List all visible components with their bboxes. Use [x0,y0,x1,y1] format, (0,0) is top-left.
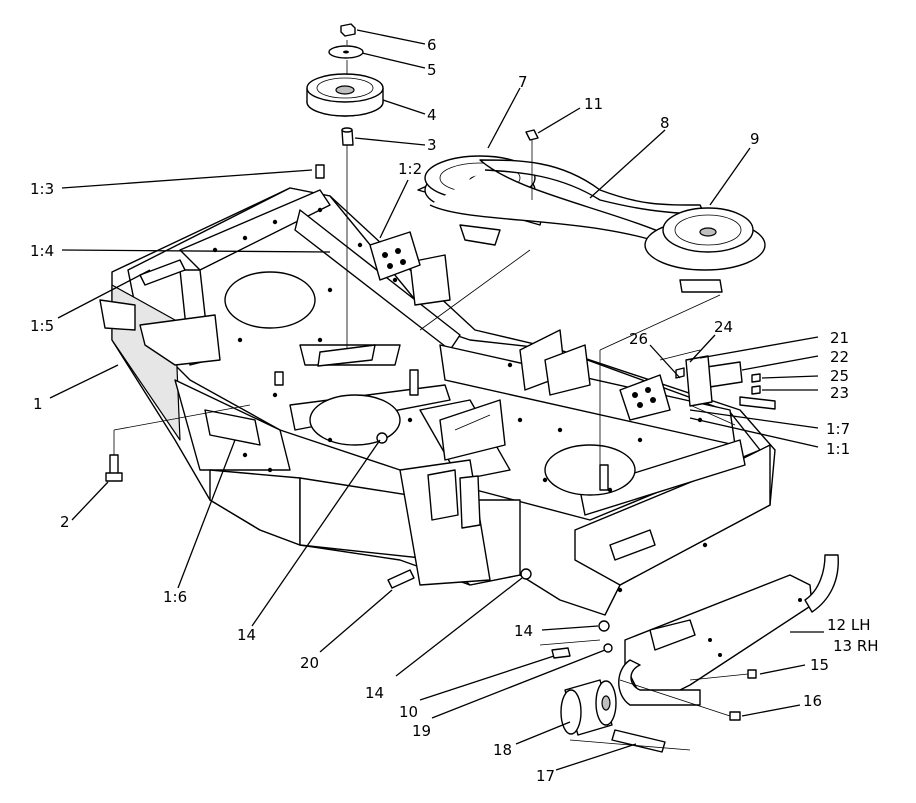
callout-1-5: 1:5 [30,317,54,335]
anti-scalp-arm [618,554,839,706]
callout-14-b: 14 [365,684,384,702]
nut-6 [340,23,356,37]
callout-4: 4 [427,106,437,124]
bracket-mid [409,254,451,306]
callout-17: 17 [536,767,555,785]
roller-18 [560,679,617,736]
callout-23: 23 [830,384,849,402]
bracket-right-b [544,344,591,396]
bolt-deck-3 [599,464,609,491]
nut-14b [520,568,532,580]
pivot-plate-1-7 [619,374,671,421]
callout-1-4: 1:4 [30,242,54,260]
callout-19: 19 [412,722,431,740]
callout-1-6: 1:6 [163,588,187,606]
belt-8 [429,159,706,251]
decal-rear [609,529,656,561]
slot-plate [439,399,506,461]
bolt-23 [739,396,776,410]
callout-1-3: 1:3 [30,180,54,198]
callout-20: 20 [300,654,319,672]
callout-6: 6 [427,36,437,54]
drive-pulley-assembly [306,23,384,367]
callout-3: 3 [427,136,437,154]
callout-13-rh: 13 RH [833,637,879,655]
callout-1-2: 1:2 [398,160,422,178]
decal-1-6 [204,409,261,446]
callout-14-a: 14 [237,626,256,644]
callout-1: 1 [33,395,43,413]
callout-11: 11 [584,95,603,113]
deck-holes [212,207,708,593]
callout-1-1: 1:1 [826,440,850,458]
callout-22: 22 [830,348,849,366]
callout-25: 25 [830,367,849,385]
callout-5: 5 [427,61,437,79]
washer-25 [751,373,761,383]
bracket-24 [685,355,713,407]
bolt-11 [525,129,539,141]
nut-26 [675,367,685,379]
callout-8: 8 [660,114,670,132]
bracket-left [139,314,221,366]
callout-12-lh: 12 LH [827,616,871,634]
pulley-9 [644,207,766,293]
callout-16: 16 [803,692,822,710]
callout-1-7: 1:7 [826,420,850,438]
mower-deck [99,187,776,616]
bolt-15 [747,669,757,679]
callout-15: 15 [810,656,829,674]
nut-14c [598,620,610,632]
callout-14-c: 14 [514,622,533,640]
nut-23 [751,385,761,395]
bracket-small-left [99,299,136,331]
bolt-1-3 [315,164,325,179]
leader-lines [49,29,824,771]
pivot-plate-1-2 [369,231,421,281]
callout-24: 24 [714,318,733,336]
callout-labels: 6 5 4 3 7 11 8 9 1:3 1:2 1:4 1:5 1 2 1:6… [30,36,879,785]
callout-9: 9 [750,130,760,148]
callout-18: 18 [493,741,512,759]
bolt-2 [109,454,119,476]
nut-19 [603,643,613,653]
bolt-deck [274,371,284,386]
callout-7: 7 [518,73,528,91]
callout-2: 2 [60,513,70,531]
spindle-plate [317,344,376,367]
bolt-10 [551,647,571,659]
part-20 [387,569,415,589]
callout-10: 10 [399,703,418,721]
bolt-deck-2 [409,369,419,396]
callout-26: 26 [629,330,648,348]
bolt-16 [729,711,741,721]
decal-1-5 [139,259,186,286]
callout-21: 21 [830,329,849,347]
